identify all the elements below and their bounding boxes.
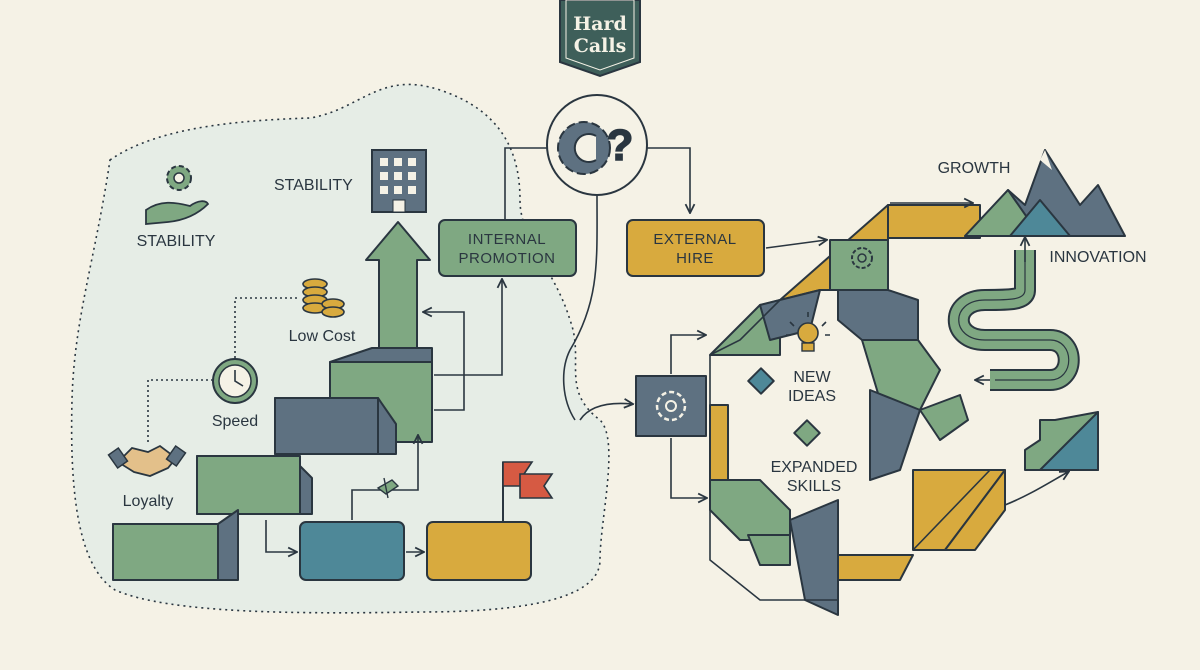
growth-label: GROWTH: [938, 160, 1011, 177]
coin-stack-icon: [302, 278, 345, 318]
stair-to-promotion-arrow: [434, 280, 502, 376]
decision-to-external-arrow: [647, 147, 690, 212]
decision-divider-line: [562, 195, 598, 421]
external-hire-box: EXTERNAL HIRE: [626, 219, 765, 277]
gear-box-icon: [635, 375, 707, 437]
speed-cost-connector: [234, 297, 300, 358]
promotion-up-arrow: [365, 221, 431, 351]
winding-road: [947, 250, 1080, 391]
clock-icon: [212, 358, 258, 404]
external-hire-arrow: [765, 240, 826, 249]
badge-title-line1: Hard: [573, 13, 627, 35]
gear-icon: [851, 247, 873, 269]
speed-label: Speed: [212, 413, 258, 430]
low-cost-label: Low Cost: [289, 328, 356, 345]
external-hire-label-1: EXTERNAL: [653, 231, 736, 248]
new-ideas-diamond: [747, 367, 775, 395]
handshake-icon: [107, 444, 187, 477]
loyalty-speed-connector: [147, 379, 212, 442]
new-ideas-label-2: IDEAS: [788, 388, 836, 405]
lightbulb-icon: [786, 312, 830, 352]
innovation-mosaic: [709, 204, 1099, 616]
stair-loop-arrow: [424, 312, 465, 411]
expanded-skills-label-1: EXPANDED: [771, 459, 858, 476]
badge-title-line2: Calls: [574, 35, 627, 57]
internal-promotion-box: INTERNAL PROMOTION: [438, 219, 577, 277]
svg-text:?: ?: [607, 121, 634, 170]
step-arrow-1: [265, 520, 296, 552]
decision-to-internal-line: [504, 147, 547, 220]
teal-step-box: [299, 521, 405, 581]
gear-hand-icon: [145, 165, 210, 225]
internal-promotion-label-2: PROMOTION: [459, 250, 556, 267]
hard-calls-badge: Hard Calls: [559, 0, 641, 78]
to-gear-box-arrow: [579, 403, 632, 421]
mosaic-outline: [709, 299, 991, 601]
mountain-icon: [964, 149, 1126, 237]
gear-box-up-arrow: [670, 335, 705, 374]
expanded-skills-diamond: [793, 419, 821, 447]
internal-promotion-label-1: INTERNAL: [468, 231, 546, 248]
stability-building-label: STABILITY: [274, 177, 353, 194]
to-stairs-arrow: [1004, 472, 1068, 506]
stability-hand-label: STABILITY: [137, 233, 216, 250]
expanded-skills-label-2: SKILLS: [787, 478, 841, 495]
innovation-label: INNOVATION: [1049, 249, 1146, 266]
staircase-blocks: [112, 347, 433, 581]
flag-icon: [502, 461, 554, 522]
plane-icon: [376, 477, 400, 499]
gear-question-icon: ?: [546, 94, 648, 196]
office-building-icon: [371, 149, 427, 213]
mustard-goal-box: [426, 521, 532, 581]
new-ideas-label-1: NEW: [793, 369, 831, 386]
loyalty-label: Loyalty: [123, 493, 174, 510]
external-hire-label-2: HIRE: [676, 250, 714, 267]
gear-box-down-arrow: [670, 438, 706, 498]
